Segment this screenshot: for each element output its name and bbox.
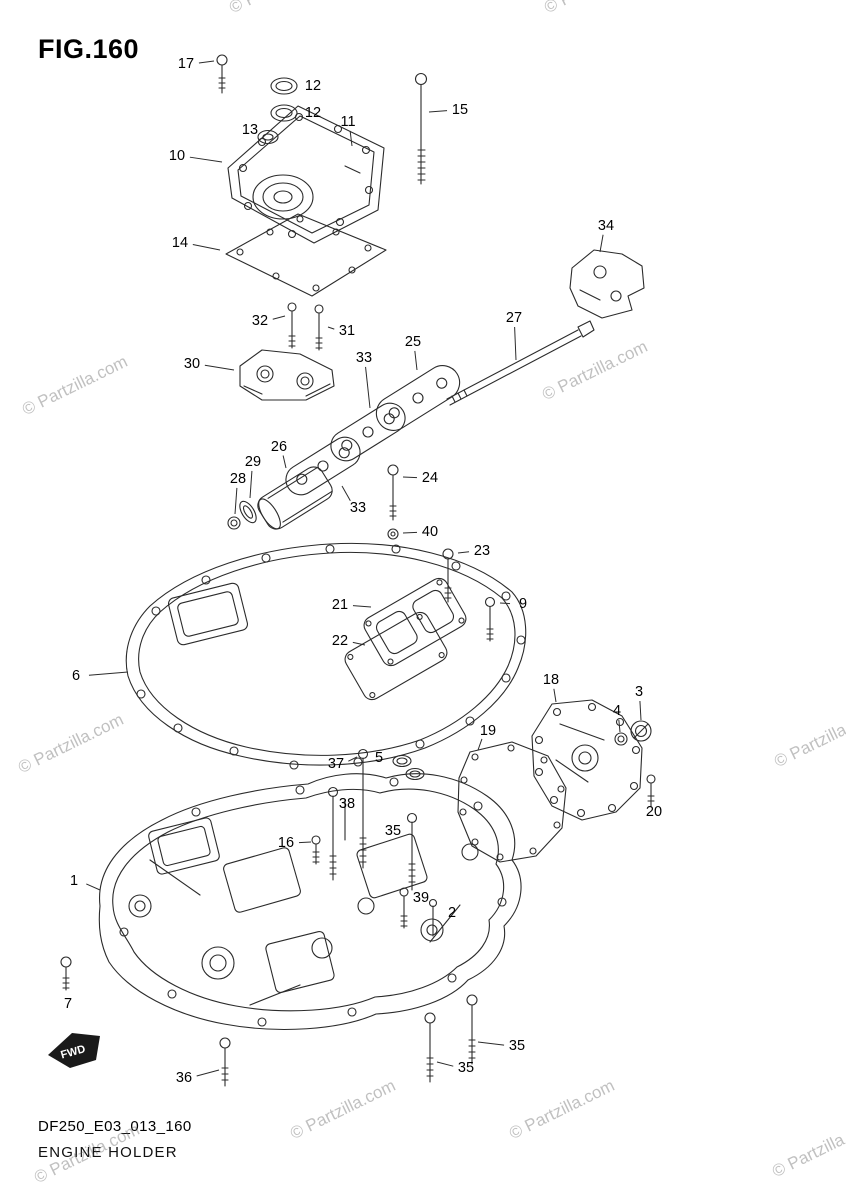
part-39-bolt xyxy=(399,887,409,929)
part-22-gasket xyxy=(344,611,448,701)
part-3-cap xyxy=(630,720,652,742)
part-33-plate-b xyxy=(285,436,361,496)
part-2-stud xyxy=(428,898,438,937)
part-40-nut xyxy=(387,528,399,540)
part-30-mount xyxy=(239,349,335,401)
part-17-bolt xyxy=(216,54,228,94)
part-35-bolt-left xyxy=(424,1012,436,1083)
part-19-gasket xyxy=(457,741,567,863)
part-37-bolt xyxy=(357,748,369,869)
part-28-ring xyxy=(227,516,241,530)
part-18-cover xyxy=(531,699,643,821)
part-35-bolt-mid xyxy=(406,812,418,891)
part-7-bolt xyxy=(60,956,72,991)
part-27-rod xyxy=(446,320,595,406)
part-29-ring xyxy=(239,500,257,524)
part-31-bolt xyxy=(314,304,324,351)
part-14-gasket xyxy=(225,213,387,297)
figure-title: FIG.160 xyxy=(38,34,140,64)
part-20-bolt xyxy=(646,774,656,807)
part-5-orings xyxy=(392,754,425,781)
part-32-bolt xyxy=(287,302,297,349)
part-12-orings xyxy=(270,77,298,122)
part-34-bracket xyxy=(569,249,645,319)
part-6-gasket xyxy=(125,542,527,770)
fwd-badge: FWD xyxy=(48,1033,100,1068)
part-1-engine-holder xyxy=(98,773,522,1030)
part-10-cover xyxy=(227,105,385,244)
part-36-bolt xyxy=(219,1037,231,1087)
footer-part-code: DF250_E03_013_160 xyxy=(38,1118,192,1135)
part-38-bolt xyxy=(327,786,339,881)
footer-figure-label: ENGINE HOLDER xyxy=(38,1144,178,1161)
part-35-bolt-right xyxy=(466,994,478,1065)
part-24-bolt xyxy=(387,464,399,521)
part-25-plate xyxy=(375,365,461,431)
part-26-cylinder xyxy=(227,466,333,530)
part-15-bolt xyxy=(414,72,428,185)
part-16-bolt xyxy=(311,835,321,865)
part-4-washer xyxy=(614,732,628,746)
part-9-bolt xyxy=(484,596,496,642)
